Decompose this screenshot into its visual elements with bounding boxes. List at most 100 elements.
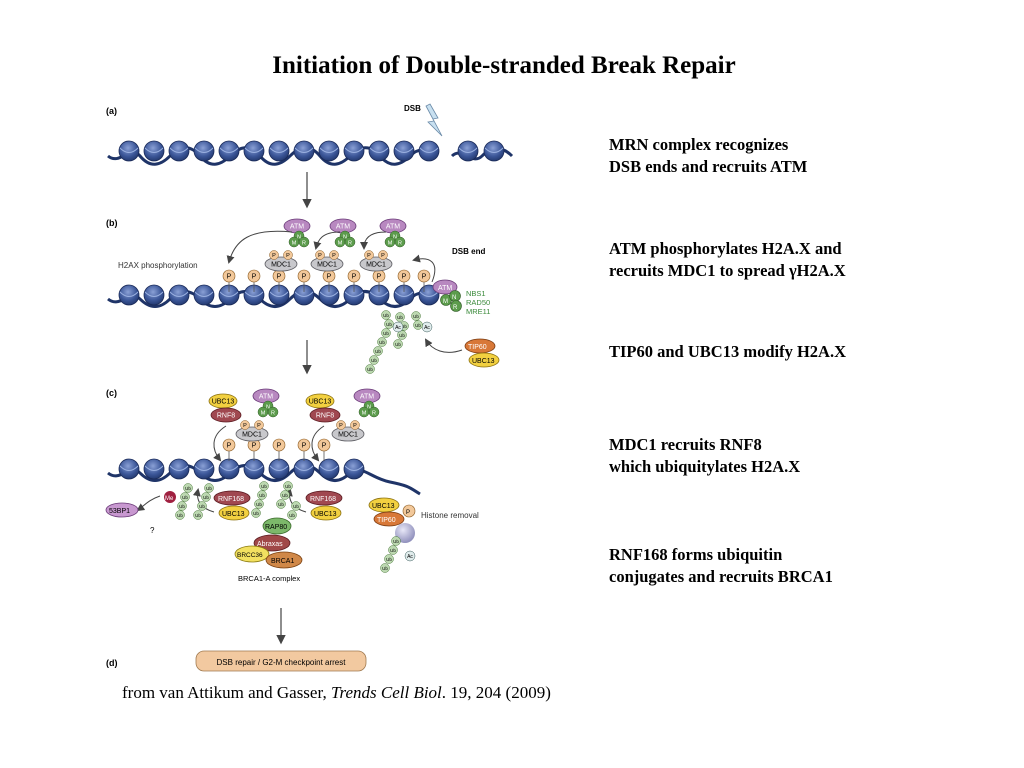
svg-text:Ub: Ub (182, 495, 188, 500)
svg-text:R: R (271, 411, 275, 417)
svg-text:RNF168: RNF168 (218, 496, 244, 503)
nucleosome (218, 140, 240, 162)
ubiquitin-mark: Ub (388, 545, 398, 555)
acetyl-mark: Ac (392, 321, 404, 333)
svg-text:Ub: Ub (415, 323, 421, 328)
svg-text:P: P (272, 253, 276, 259)
svg-text:P: P (422, 274, 427, 281)
repair-outcome-box (195, 650, 367, 672)
svg-text:Ub: Ub (177, 513, 183, 518)
phospho-mark: P (317, 438, 331, 461)
phospho-mark: P (222, 438, 236, 461)
rnf168-ubc13-2: RNF168 UBC13 (305, 490, 343, 521)
histone-removal-label: Histone removal (421, 511, 479, 520)
svg-text:Ub: Ub (203, 495, 209, 500)
svg-text:Ub: Ub (371, 358, 377, 363)
tip60-ubc13-b: TIP60 UBC13 (464, 338, 500, 368)
ubiquitin-mark: Ub (393, 339, 403, 349)
svg-text:Ub: Ub (379, 340, 385, 345)
nucleosome (318, 140, 340, 162)
curved-arrow-h2ax (226, 230, 293, 264)
svg-text:P: P (227, 274, 232, 281)
ubiquitin-mark: Ub (381, 310, 391, 320)
curved-arrow-53bp1 (136, 495, 161, 512)
svg-text:Ub: Ub (179, 504, 185, 509)
rnf8-protein: RNF8 (210, 407, 242, 423)
lightning-icon (425, 103, 443, 137)
svg-text:ATM: ATM (438, 285, 452, 292)
nucleosome (168, 284, 190, 306)
svg-text:Ac: Ac (407, 554, 413, 560)
svg-text:N: N (452, 295, 456, 301)
svg-text:P: P (302, 443, 307, 450)
svg-text:ATM: ATM (336, 224, 350, 231)
nucleosome (243, 458, 265, 480)
rnf168-ubc13-1: RNF168 UBC13 (213, 490, 251, 521)
nucleosome (368, 140, 390, 162)
phospho-mark: P (372, 269, 386, 292)
svg-text:TIP60: TIP60 (468, 344, 487, 351)
panel-c-label: (c) (106, 388, 117, 398)
svg-text:P: P (277, 274, 282, 281)
svg-text:ATM: ATM (360, 394, 374, 401)
svg-text:P: P (286, 253, 290, 259)
histone-removal-group: UBC13 TIP60 P (368, 497, 416, 543)
brca1-a-complex: RAP80 Abraxas BRCC36 BRCA1 (234, 517, 303, 569)
slide-title: Initiation of Double-stranded Break Repa… (272, 52, 736, 79)
ubiquitin-mark: Ub (395, 312, 405, 322)
atm-mrn-complex-dsb-end: ATM M N R (432, 279, 462, 312)
svg-text:Ub: Ub (185, 486, 191, 491)
curved-arrow-dsb-end (412, 254, 436, 283)
svg-text:Ac: Ac (395, 325, 401, 331)
curved-arrow-tip60 (424, 338, 463, 353)
phospho-mark: P (297, 269, 311, 292)
nucleosome (168, 140, 190, 162)
rnf8-protein: RNF8 (309, 407, 341, 423)
svg-text:Ub: Ub (253, 511, 259, 516)
nucleosome (393, 140, 415, 162)
ubc13-protein: UBC13 (305, 393, 335, 409)
svg-text:Ub: Ub (285, 484, 291, 489)
ubiquitin-mark: Ub (291, 501, 301, 511)
ubiquitin-mark: Ub (280, 490, 290, 500)
nucleosome (118, 458, 140, 480)
svg-text:M: M (362, 411, 367, 417)
note-5: RNF168 forms ubiquitin conjugates and re… (609, 545, 833, 586)
svg-text:BRCA1: BRCA1 (271, 558, 294, 565)
svg-text:P: P (353, 423, 357, 429)
svg-text:Ub: Ub (256, 502, 262, 507)
svg-text:P: P (252, 443, 257, 450)
dsb-label: DSB (404, 104, 421, 113)
nucleosome (293, 140, 315, 162)
nucleosome (318, 284, 340, 306)
svg-text:Ub: Ub (399, 333, 405, 338)
note-1: MRN complex recognizes DSB ends and recr… (609, 135, 808, 176)
nucleosome (293, 458, 315, 480)
nucleosome (268, 458, 290, 480)
ubc13-protein: UBC13 (208, 393, 238, 409)
svg-text:MDC1: MDC1 (338, 432, 358, 439)
svg-text:P: P (277, 443, 282, 450)
phospho-mark: P (347, 269, 361, 292)
ubiquitin-mark: Ub (365, 364, 375, 374)
ubiquitin-mark: Ub (283, 481, 293, 491)
svg-text:UBC13: UBC13 (309, 399, 332, 406)
nucleosome (193, 140, 215, 162)
svg-text:RNF8: RNF8 (316, 413, 334, 420)
nucleosome (143, 284, 165, 306)
curved-arrow-rnf168-2 (284, 488, 307, 513)
svg-text:MDC1: MDC1 (366, 262, 386, 269)
svg-text:R: R (348, 241, 352, 247)
phospho-mark: P (322, 269, 336, 292)
ubiquitin-mark: Ub (380, 563, 390, 573)
svg-text:53BP1: 53BP1 (109, 508, 130, 515)
svg-text:N: N (297, 235, 301, 241)
repair-outcome-text: DSB repair / G2-M checkpoint arrest (217, 658, 347, 667)
note-4: MDC1 recruits RNF8 which ubiquitylates H… (609, 435, 801, 476)
question-mark: ? (150, 526, 155, 535)
svg-text:P: P (318, 253, 322, 259)
